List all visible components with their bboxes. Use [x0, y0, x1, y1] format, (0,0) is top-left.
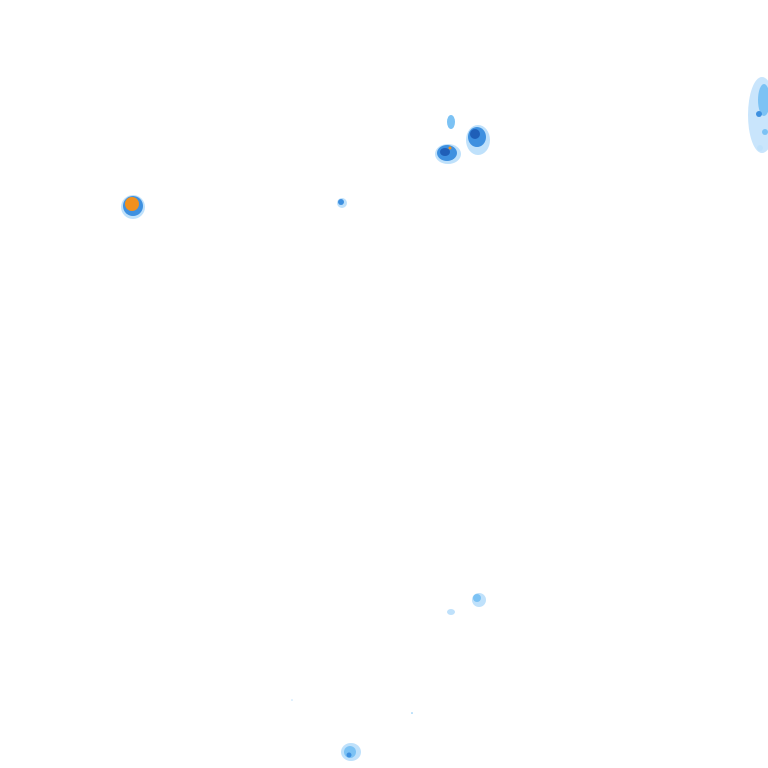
echo-cell-east-edge — [748, 77, 768, 153]
echo-moderate — [447, 115, 455, 129]
echo-heavy — [346, 752, 352, 758]
echo-heavy — [756, 111, 762, 117]
echo-cell-center-speck — [337, 198, 347, 208]
echo-cell-south — [447, 593, 486, 615]
echo-cell-north-a — [435, 144, 461, 164]
echo-cell-north-speck — [447, 115, 455, 129]
echo-cell-west — [121, 195, 145, 219]
echo-cell-north-b — [466, 125, 490, 155]
echo-very-heavy — [440, 148, 450, 156]
echo-heavy — [338, 199, 344, 205]
echo-noise — [411, 712, 413, 714]
echo-cell-south-bottom — [341, 743, 361, 761]
echo-very-heavy — [470, 129, 480, 139]
echo-moderate — [758, 84, 768, 116]
echo-light — [757, 145, 763, 151]
echo-noise — [291, 699, 293, 701]
echo-moderate — [762, 129, 768, 135]
echo-intense — [125, 197, 139, 211]
echo-light — [447, 609, 455, 615]
echo-intense — [448, 146, 452, 150]
echo-moderate — [473, 594, 481, 602]
